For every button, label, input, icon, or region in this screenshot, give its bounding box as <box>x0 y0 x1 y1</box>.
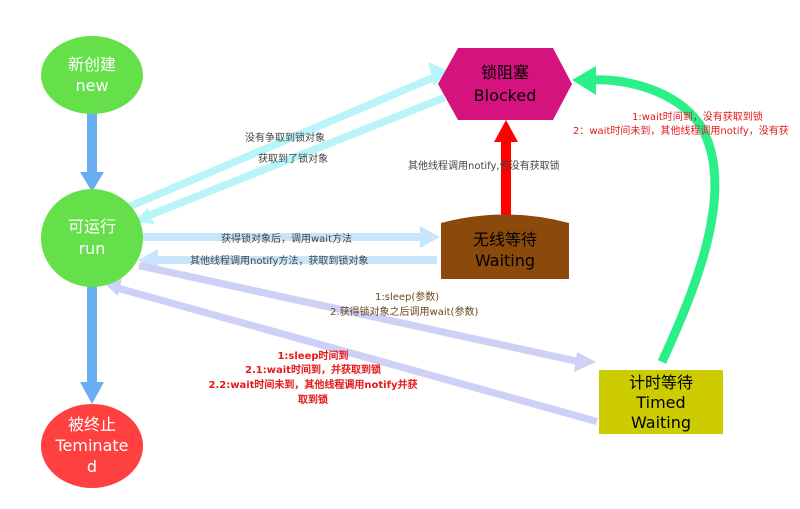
node-blocked-sublabel: Blocked <box>474 86 537 105</box>
label-waiting-to-blocked: 其他线程调用notify,但没有获取锁 <box>408 159 560 172</box>
node-timed-sublabel-2: Waiting <box>631 413 691 432</box>
node-new-sublabel: new <box>75 76 108 95</box>
arrow-waiting-to-blocked <box>494 120 518 215</box>
node-terminated-sublabel-2: d <box>87 457 97 476</box>
node-run-sublabel: run <box>79 239 106 258</box>
label-timed-to-run-3: 2.2:wait时间未到，其他线程调用notify并获 <box>209 378 418 391</box>
label-run-to-blocked: 没有争取到锁对象 <box>245 131 325 144</box>
arrow-run-to-blocked <box>128 62 448 210</box>
node-timed-sublabel: Timed <box>635 393 685 412</box>
arrow-new-to-run <box>80 108 104 192</box>
label-blocked-to-run: 获取到了锁对象 <box>258 152 328 165</box>
arrow-timed-to-blocked <box>572 66 720 364</box>
label-timed-to-blocked-2: 2：wait时间未到，其他线程调用notify，没有获 <box>573 124 789 137</box>
label-timed-to-run-1: 1:sleep时间到 <box>277 349 348 362</box>
arrow-run-to-timed <box>138 262 596 372</box>
node-waiting-sublabel: Waiting <box>475 251 535 270</box>
node-terminated-label: 被终止 <box>68 415 116 434</box>
arrow-run-to-terminated <box>80 286 104 404</box>
node-run: 可运行 run <box>41 189 143 287</box>
node-new-label: 新创建 <box>68 55 116 74</box>
node-terminated-sublabel: Teminate <box>55 436 129 455</box>
node-timed: 计时等待 Timed Waiting <box>599 370 723 434</box>
node-blocked-label: 锁阻塞 <box>481 63 529 82</box>
node-run-label: 可运行 <box>68 217 116 236</box>
label-run-to-waiting: 获得锁对象后，调用wait方法 <box>221 232 352 245</box>
label-run-to-timed-2: 2.获得锁对象之后调用wait(参数) <box>330 305 478 318</box>
label-run-to-timed-1: 1:sleep(参数) <box>375 290 439 303</box>
label-timed-to-blocked-1: 1:wait时间到，没有获取到锁 <box>632 110 763 123</box>
label-waiting-to-run: 其他线程调用notify方法，获取到锁对象 <box>190 254 368 267</box>
node-new: 新创建 new <box>41 36 143 114</box>
node-waiting-label: 无线等待 <box>473 230 537 249</box>
arrow-run-to-waiting <box>142 226 440 248</box>
node-waiting: 无线等待 Waiting <box>441 214 569 279</box>
node-blocked: 锁阻塞 Blocked <box>438 48 572 120</box>
node-timed-label: 计时等待 <box>629 373 693 392</box>
label-timed-to-run-2: 2.1:wait时间到，并获取到锁 <box>245 363 381 376</box>
label-timed-to-run-4: 取到锁 <box>298 393 328 406</box>
node-terminated: 被终止 Teminate d <box>41 404 143 488</box>
